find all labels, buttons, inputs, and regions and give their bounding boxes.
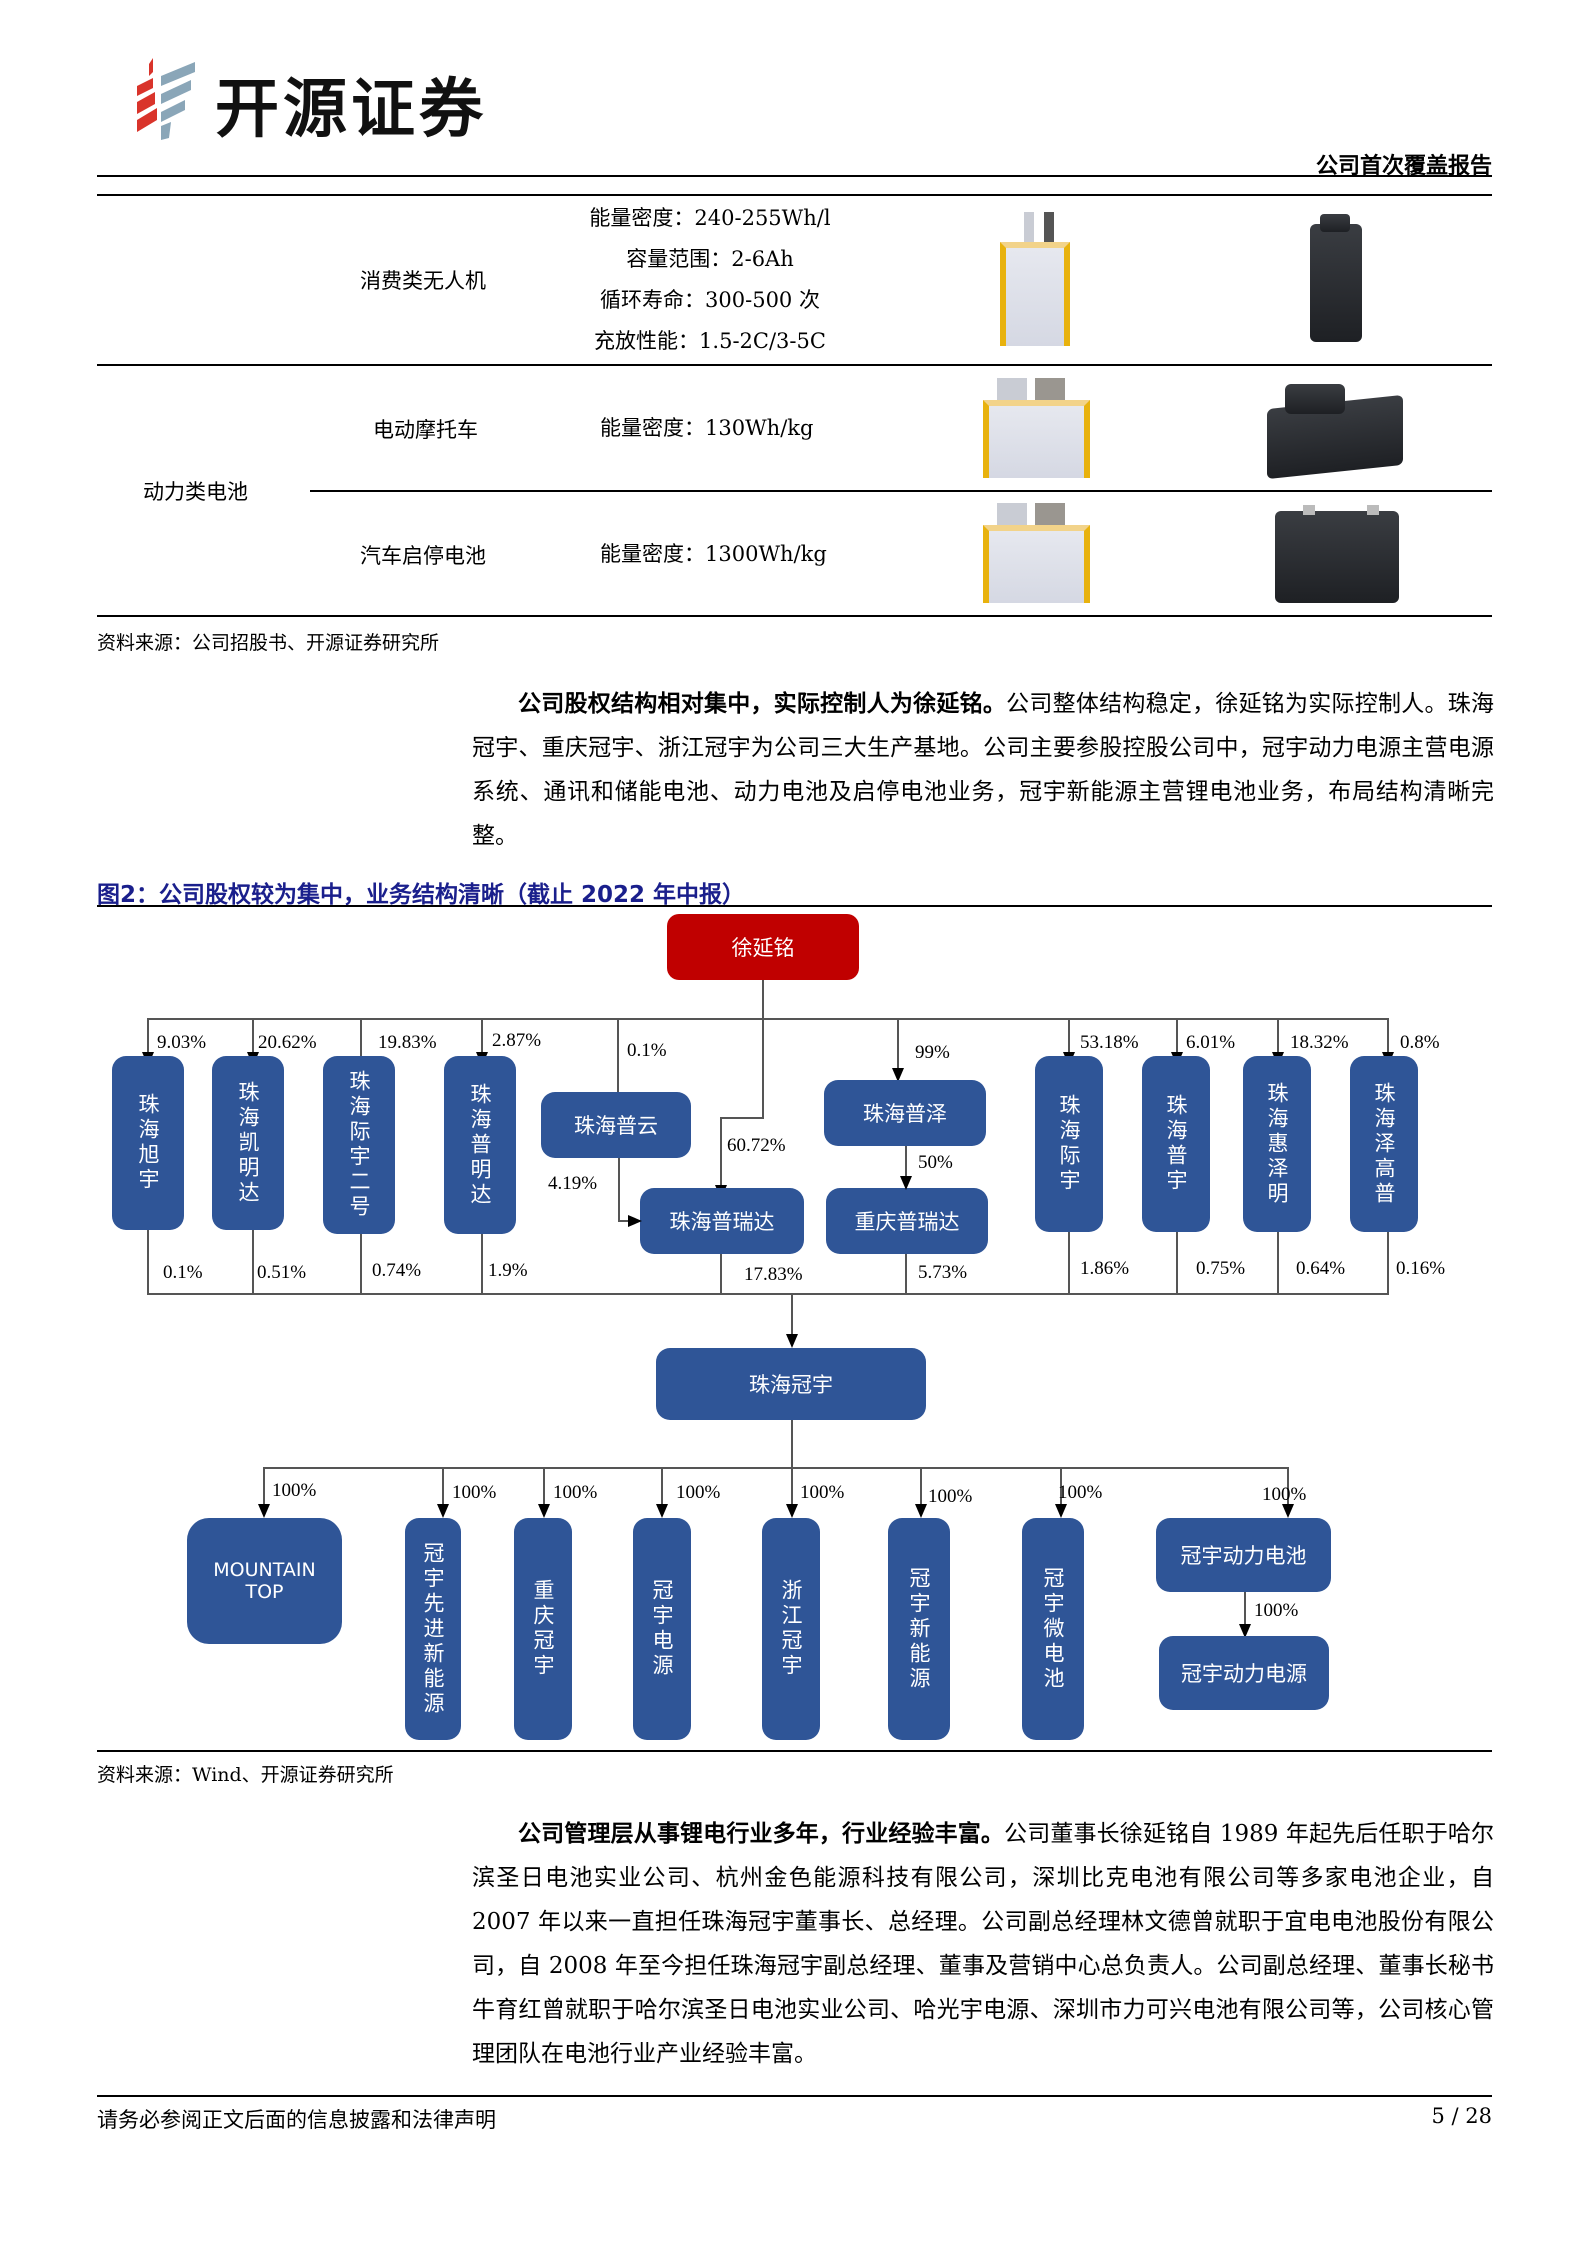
table-cell-specs: 能量密度：130Wh/kg — [600, 416, 814, 440]
pct-label: 6.01% — [1186, 1032, 1236, 1053]
node-zhuhai-jiyu: 珠海际宇 — [1035, 1056, 1103, 1232]
paragraph-lead: 公司股权结构相对集中，实际控制人为徐延铭。 — [518, 690, 1007, 717]
car-start-stop-battery-image — [1275, 505, 1400, 605]
footer-disclaimer: 请务必参阅正文后面的信息披露和法律声明 — [97, 2108, 496, 2132]
node-zhuhai-puruida: 珠海普瑞达 — [640, 1188, 804, 1254]
pct-label: 100% — [1254, 1600, 1299, 1621]
node-guanyu-power-supply: 冠宇电源 — [633, 1518, 691, 1740]
paragraph-management: 公司管理层从事锂电行业多年，行业经验丰富。公司董事长徐延铭自 1989 年起先后… — [472, 1812, 1494, 2076]
node-chongqing-guanyu: 重庆冠宇 — [514, 1518, 572, 1740]
node-zhuhai-puyu: 珠海普宇 — [1142, 1056, 1210, 1232]
pct-label: 18.32% — [1290, 1032, 1349, 1053]
pct-label: 2.87% — [492, 1030, 542, 1051]
pouch-cell-thin-image — [1000, 212, 1080, 347]
node-guanyu-advanced-new-energy: 冠宇先进新能源 — [405, 1518, 461, 1740]
pct-label: 17.83% — [744, 1264, 803, 1285]
node-zhuhai-xuyu: 珠海旭宇 — [112, 1056, 184, 1230]
node-chongqing-puruida: 重庆普瑞达 — [826, 1188, 988, 1254]
node-zhejiang-guanyu: 浙江冠宇 — [762, 1518, 820, 1740]
pct-label: 5.73% — [918, 1262, 968, 1283]
report-type: 公司首次覆盖报告 — [1315, 153, 1492, 179]
pct-label: 60.72% — [727, 1135, 786, 1156]
node-guanyu-power-battery: 冠宇动力电池 — [1156, 1518, 1331, 1592]
node-zhuhai-huizeming: 珠海惠泽明 — [1243, 1056, 1311, 1232]
pct-label: 0.74% — [372, 1260, 422, 1281]
figure-rule-bottom — [97, 1750, 1492, 1752]
table-cell-specs: 能量密度：1300Wh/kg — [600, 542, 827, 566]
table-row-rule — [310, 490, 1492, 492]
pct-label: 100% — [272, 1480, 317, 1501]
table-cell-application: 电动摩托车 — [373, 418, 478, 442]
node-zhuhai-pumingda: 珠海普明达 — [444, 1056, 516, 1234]
pct-label: 100% — [676, 1482, 721, 1503]
node-zhuhai-puze: 珠海普泽 — [824, 1080, 986, 1146]
paragraph-equity: 公司股权结构相对集中，实际控制人为徐延铭。公司整体结构稳定，徐延铭为实际控制人。… — [472, 682, 1494, 858]
pct-label: 4.19% — [548, 1173, 598, 1194]
brand-logo: 开源证券 — [135, 58, 575, 147]
pct-label: 100% — [1058, 1482, 1103, 1503]
pct-label: 19.83% — [378, 1032, 437, 1053]
node-zhuhai-puyun: 珠海普云 — [541, 1092, 691, 1158]
drone-battery-pack-image — [1300, 214, 1370, 344]
page-number: 5 / 28 — [1431, 2104, 1492, 2128]
figure-source: 资料来源：Wind、开源证券研究所 — [97, 1764, 394, 1786]
pct-label: 1.86% — [1080, 1258, 1130, 1279]
pct-label: 0.64% — [1296, 1258, 1346, 1279]
pct-label: 50% — [918, 1152, 953, 1173]
pct-label: 0.51% — [257, 1262, 307, 1283]
brand-name: 开源证券 — [215, 73, 487, 147]
node-zhuhai-guanyu: 珠海冠宇 — [656, 1348, 926, 1420]
pct-label: 0.1% — [627, 1040, 667, 1061]
pct-label: 100% — [800, 1482, 845, 1503]
node-guanyu-micro-battery: 冠宇微电池 — [1022, 1518, 1084, 1740]
header-rule — [97, 175, 1492, 177]
node-zhuhai-zegaopu: 珠海泽高普 — [1350, 1056, 1418, 1232]
paragraph-lead: 公司管理层从事锂电行业多年，行业经验丰富。 — [518, 1820, 1005, 1847]
pct-label: 0.16% — [1396, 1258, 1446, 1279]
node-zhuhai-jiyu-2: 珠海际宇二号 — [323, 1056, 395, 1234]
logo-mark-icon — [137, 58, 195, 140]
paragraph-body: 公司董事长徐延铭自 1989 年起先后任职于哈尔滨圣日电池实业公司、杭州金色能源… — [472, 1821, 1495, 2067]
figure-rule-top — [97, 905, 1492, 907]
table-cell-specs: 能量密度：240-255Wh/l 容量范围：2-6Ah 循环寿命：300-500… — [589, 206, 831, 353]
table-cell-category: 动力类电池 — [143, 480, 248, 504]
pct-label: 0.8% — [1400, 1032, 1440, 1053]
pouch-cell-image — [983, 503, 1098, 608]
pct-label: 99% — [915, 1042, 950, 1063]
pct-label: 0.1% — [163, 1262, 203, 1283]
paragraph-body: 公司整体结构稳定，徐延铭为实际控制人。珠海冠宇、重庆冠宇、浙江冠宇为公司三大生产… — [472, 691, 1495, 849]
node-zhuhai-kaimingda: 珠海凯明达 — [212, 1056, 284, 1230]
pct-label: 100% — [553, 1482, 598, 1503]
footer-rule — [97, 2095, 1492, 2097]
figure-title: 图2：公司股权较为集中，业务结构清晰（截止 2022 年中报） — [97, 882, 746, 908]
table-rule-bottom — [97, 615, 1492, 617]
table-rule-top — [97, 194, 1492, 196]
motorcycle-battery-pack-image — [1265, 380, 1405, 480]
pct-label: 53.18% — [1080, 1032, 1139, 1053]
pct-label: 100% — [452, 1482, 497, 1503]
table-cell-application: 汽车启停电池 — [360, 544, 486, 568]
node-root-xu-yanming: 徐延铭 — [667, 914, 859, 980]
pouch-cell-image — [983, 378, 1098, 483]
pct-label: 1.9% — [488, 1260, 528, 1281]
table-row-rule — [97, 364, 1492, 366]
pct-label: 9.03% — [157, 1032, 207, 1053]
pct-label: 0.75% — [1196, 1258, 1246, 1279]
equity-structure-diagram: 徐延铭 9.03% 20.62% 19.83% 2.87% 0.1% 60.72… — [112, 914, 1446, 1740]
pct-label: 100% — [1262, 1484, 1307, 1505]
pct-label: 100% — [928, 1486, 973, 1507]
table-source: 资料来源：公司招股书、开源证券研究所 — [97, 632, 440, 654]
node-mountain-top: MOUNTAIN TOP — [187, 1518, 342, 1644]
node-guanyu-power-source: 冠宇动力电源 — [1159, 1636, 1329, 1710]
pct-label: 20.62% — [258, 1032, 317, 1053]
node-guanyu-new-energy: 冠宇新能源 — [888, 1518, 950, 1740]
table-cell-application: 消费类无人机 — [360, 269, 486, 293]
